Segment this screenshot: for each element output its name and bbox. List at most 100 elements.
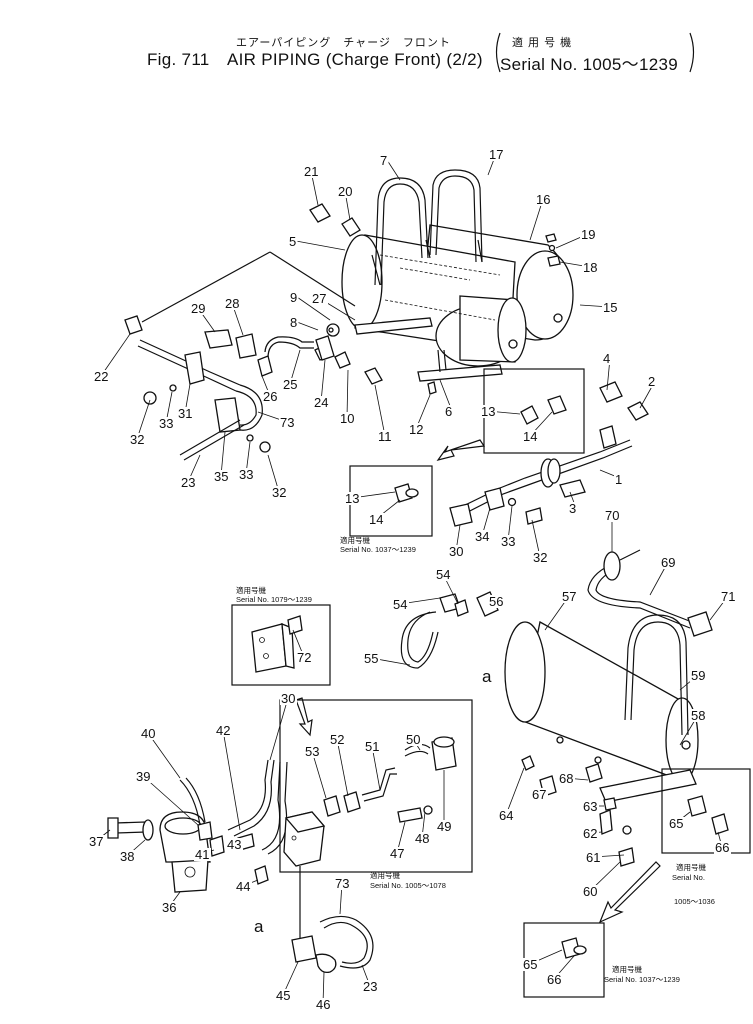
callout-bg-c34: [474, 530, 491, 543]
callout-bg-c41: [194, 848, 211, 861]
serial-range: Serial No. 1005～1239: [500, 55, 679, 74]
callout-bg-c70: [604, 509, 621, 522]
callout-leader-c32: [136, 399, 151, 440]
callout-bg-c47: [389, 847, 406, 860]
serial-1005-1036-label: Serial No.: [672, 873, 705, 882]
serial-1037-b: Serial No. 1037～1239: [604, 975, 680, 984]
part-callout-43: 43: [227, 837, 241, 852]
callout-bg-c57: [561, 590, 578, 603]
callout-bg-c27: [311, 292, 328, 305]
tank-fittings: [309, 203, 649, 421]
callout-bg-c31: [177, 407, 194, 420]
callout-bg-c33c: [500, 535, 517, 548]
callout-bg-c10: [339, 412, 356, 425]
callout-bg-c54b: [392, 598, 409, 611]
callout-bg-c67: [531, 788, 548, 801]
part-callout-15: 15: [603, 300, 617, 315]
part-callout-60: 60: [583, 884, 597, 899]
callout-bg-c22: [93, 370, 110, 383]
callout-bg-c46: [315, 998, 332, 1011]
serial-brackets: [495, 32, 695, 73]
part-callout-26: 26: [263, 389, 277, 404]
part-callout-71: 71: [721, 589, 735, 604]
direction-arrow-upper: [436, 439, 486, 461]
callout-bg-c65b: [522, 958, 539, 971]
part-callout-41: 41: [195, 847, 209, 862]
callout-bg-c45: [275, 989, 292, 1002]
part-callout-24: 24: [314, 395, 328, 410]
callout-bg-c65: [668, 817, 685, 830]
serial-jp-1005-1036: 適用号機: [676, 862, 706, 872]
callout-bg-c14b: [368, 513, 385, 526]
callout-bg-c63: [582, 800, 599, 813]
callout-bg-c6: [444, 405, 454, 418]
callout-bg-c14: [522, 430, 539, 443]
callout-bg-c9: [289, 291, 299, 304]
part-callout-62: 62: [583, 826, 597, 841]
part-callout-47: 47: [390, 846, 404, 861]
callout-leader-c5: [295, 240, 346, 251]
callout-bg-c28: [224, 297, 241, 310]
part-callout-49: 49: [437, 819, 451, 834]
callout-bg-c36: [161, 901, 178, 914]
connection-label-a-lower: a: [254, 917, 264, 936]
part-callout-66: 66: [547, 972, 561, 987]
callout-bg-c73b: [334, 877, 351, 890]
part-callout-17: 17: [489, 147, 503, 162]
callout-bg-c7: [379, 154, 389, 167]
connection-label-a-upper: a: [482, 667, 492, 686]
callout-bg-c61: [585, 851, 602, 864]
callout-bg-c33b: [238, 468, 255, 481]
part-callout-33: 33: [239, 467, 253, 482]
callout-bg-c55: [363, 652, 380, 665]
charge-tank-fittings: [439, 591, 635, 867]
callout-bg-c3: [568, 502, 578, 515]
serial-jp-1005-1078: 適用号機: [370, 870, 400, 880]
part-callout-7: 7: [380, 153, 387, 168]
inset-fittings-65-66: [661, 768, 751, 854]
lower-fittings-45-46: [291, 915, 374, 974]
serial-jp-1079: 適用号機: [236, 585, 266, 595]
callout-bg-c24: [313, 396, 330, 409]
callout-leader-c35: [220, 431, 226, 477]
callout-bg-c64: [498, 809, 515, 822]
callout-bg-c32c: [532, 551, 549, 564]
inset-65-66-parts: [687, 795, 729, 835]
part-callout-14: 14: [523, 429, 537, 444]
part-callout-31: 31: [178, 406, 192, 421]
callout-bg-c66: [714, 841, 731, 854]
callout-leader-c52: [336, 738, 349, 797]
figure-number: Fig. 711: [147, 50, 210, 69]
callout-bg-c13b: [344, 492, 361, 505]
inset-lower-right-parts: [561, 937, 587, 959]
callout-leader-c40: [147, 732, 181, 779]
part-callout-72: 72: [297, 650, 311, 665]
callout-bg-c72: [296, 651, 313, 664]
callout-bg-c59: [690, 669, 707, 682]
part-callout-73: 73: [335, 876, 349, 891]
callout-leader-c32c: [531, 519, 541, 558]
part-callout-2: 2: [648, 374, 655, 389]
callout-bg-c11: [377, 430, 394, 443]
part-callout-32: 32: [533, 550, 547, 565]
part-callout-28: 28: [225, 296, 239, 311]
callout-bg-c40: [140, 727, 157, 740]
callout-bg-c37: [88, 835, 105, 848]
callout-bg-c44: [235, 880, 252, 893]
part-callout-9: 9: [290, 290, 297, 305]
part-callout-16: 16: [536, 192, 550, 207]
part-callout-46: 46: [316, 997, 330, 1012]
part-callout-1: 1: [615, 472, 622, 487]
part-callout-67: 67: [532, 787, 546, 802]
part-callout-61: 61: [586, 850, 600, 865]
inset-fitting-parts: [520, 395, 567, 425]
callout-bg-c73: [279, 416, 296, 429]
callout-leader-c51: [371, 745, 381, 791]
callout-bg-c23: [180, 476, 197, 489]
callout-bg-c23b: [362, 980, 379, 993]
part-callout-23: 23: [363, 979, 377, 994]
left-pipe-assembly: [124, 251, 356, 461]
direction-arrow-lower: [598, 861, 661, 924]
callout-bg-c20: [337, 185, 354, 198]
